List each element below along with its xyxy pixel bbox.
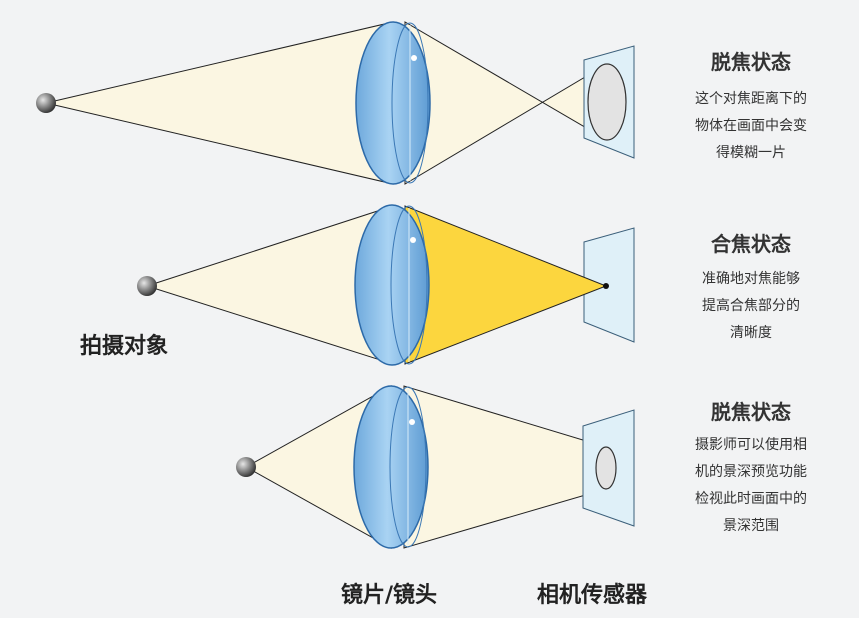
lens <box>355 21 431 185</box>
lens <box>354 204 430 366</box>
lens-highlight <box>410 237 416 243</box>
lens-edge <box>390 205 428 365</box>
blur-circle <box>587 63 627 141</box>
subject-label: 拍摄对象 <box>80 334 169 359</box>
sensor-plate <box>583 227 635 343</box>
panel-3-line: 摄影师可以使用相 <box>695 437 807 453</box>
row-in-focus <box>137 204 635 366</box>
light-cone-back <box>403 385 607 549</box>
panel-3-title: 脱焦状态 <box>711 400 791 424</box>
sensor-label: 相机传感器 <box>537 583 648 608</box>
panel-1-line: 这个对焦距离下的 <box>695 91 807 107</box>
subject-ball <box>137 276 157 296</box>
lens-edge <box>391 22 429 184</box>
blur-circle <box>595 446 617 490</box>
lens-edge <box>389 386 427 548</box>
panel-3-line: 检视此时画面中的 <box>695 491 807 507</box>
focus-cone <box>404 205 608 365</box>
focus-point <box>603 283 609 289</box>
panel-2-description: 准确地对焦能够 提高合焦部分的 清晰度 <box>651 266 851 347</box>
light-cone-back <box>404 21 608 185</box>
panel-1-line: 物体在画面中会变 <box>695 118 807 134</box>
panel-2-title: 合焦状态 <box>711 232 791 256</box>
panel-1-title: 脱焦状态 <box>711 50 791 74</box>
lens-highlight <box>411 55 417 61</box>
subject-ball <box>236 457 256 477</box>
panel-2-line: 清晰度 <box>730 325 772 341</box>
panel-3-line: 机的景深预览功能 <box>695 464 807 480</box>
panel-1-line: 得模糊一片 <box>716 145 786 161</box>
lens-label: 镜片/镜头 <box>341 583 438 608</box>
row-defocus-bottom <box>236 385 635 549</box>
lens-highlight <box>409 419 415 425</box>
panel-1-description: 这个对焦距离下的 物体在画面中会变 得模糊一片 <box>651 86 851 167</box>
panel-2-line: 提高合焦部分的 <box>702 298 800 314</box>
panel-3-line: 景深范围 <box>723 518 779 534</box>
panel-3-description: 摄影师可以使用相 机的景深预览功能 检视此时画面中的 景深范围 <box>651 432 851 540</box>
lens <box>353 385 429 549</box>
panel-2-line: 准确地对焦能够 <box>702 271 800 287</box>
light-cone-front <box>45 21 394 185</box>
row-defocus-top <box>36 21 635 185</box>
subject-ball <box>36 93 56 113</box>
